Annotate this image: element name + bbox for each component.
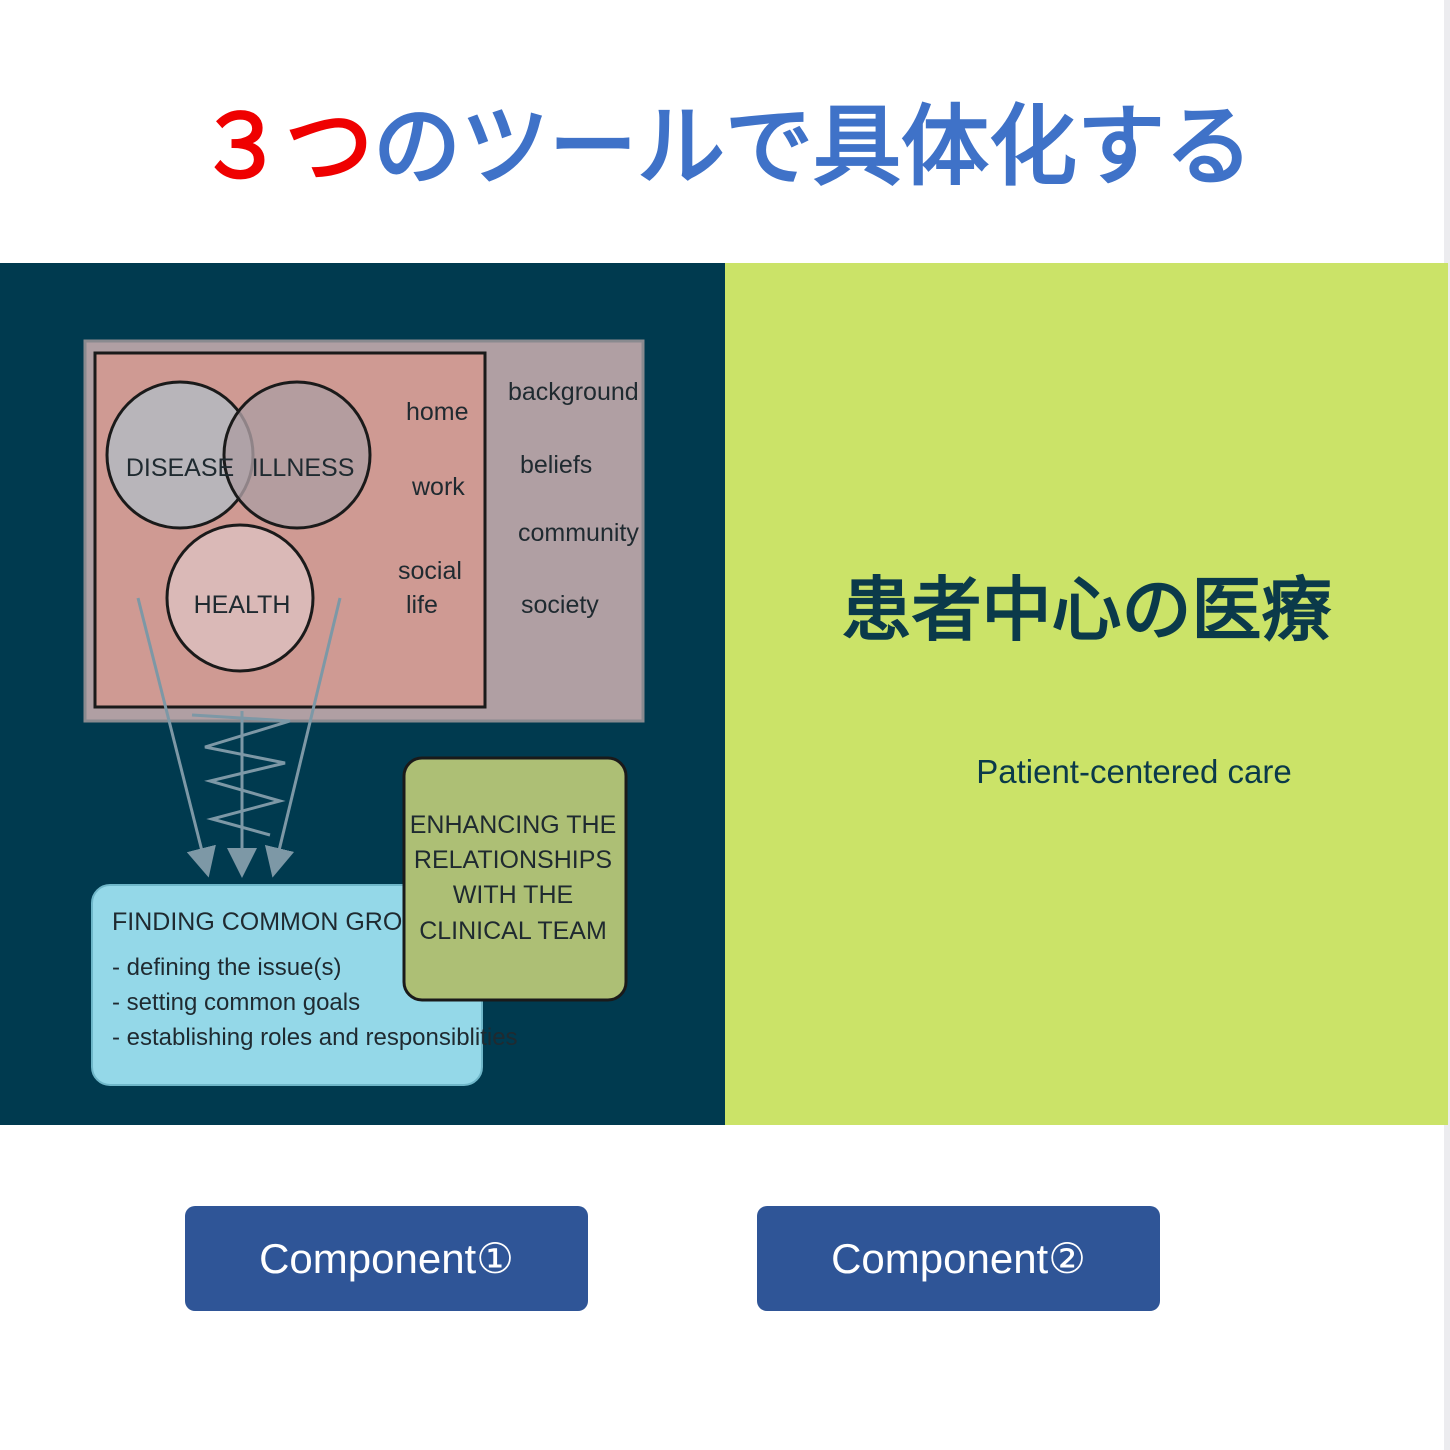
patient-centered-subtitle: Patient-centered care (976, 753, 1292, 790)
common-ground-item: - establishing roles and responsiblities (112, 1024, 518, 1051)
patient-centered-diagram: DISEASE ILLNESS HEALTH home work social … (83, 339, 645, 1086)
health-label: HEALTH (194, 591, 291, 619)
convergence-arrows (136, 597, 342, 878)
left-arrow (136, 597, 216, 878)
context-community: community (518, 519, 639, 547)
slide-title: ３つのツールで具体化する (0, 92, 1450, 202)
illness-label: ILLNESS (252, 454, 355, 482)
patient-centered-title: 患者中心の医療 (841, 569, 1332, 651)
context-home: home (406, 398, 469, 426)
patient-centered-panel (725, 263, 1448, 1125)
common-ground-item: - defining the issue(s) (112, 954, 341, 981)
zigzag-line (191, 713, 291, 837)
health-circle (165, 523, 315, 673)
relationship-box (402, 756, 628, 1002)
component-1-button[interactable]: Component① (185, 1206, 588, 1311)
relationship-line: RELATIONSHIPS (414, 846, 612, 874)
common-ground-item: - setting common goals (112, 989, 360, 1016)
context-social: social (398, 557, 462, 585)
title-text: のツールで具体化する (373, 95, 1254, 198)
context-society: society (521, 591, 599, 619)
illness-circle (222, 380, 372, 530)
title-number: ３つ (196, 95, 373, 198)
context-work: work (411, 473, 465, 501)
context-beliefs: beliefs (520, 451, 592, 479)
disease-label: DISEASE (126, 454, 234, 482)
context-background: background (508, 378, 639, 406)
component-2-button[interactable]: Component② (757, 1206, 1160, 1311)
relationship-line: ENHANCING THE (410, 811, 617, 839)
relationship-line: WITH THE (453, 881, 573, 909)
common-ground-title: FINDING COMMON GROUND (112, 908, 456, 936)
right-arrow (264, 597, 342, 878)
relationship-line: CLINICAL TEAM (419, 917, 607, 945)
context-life: life (406, 591, 438, 619)
